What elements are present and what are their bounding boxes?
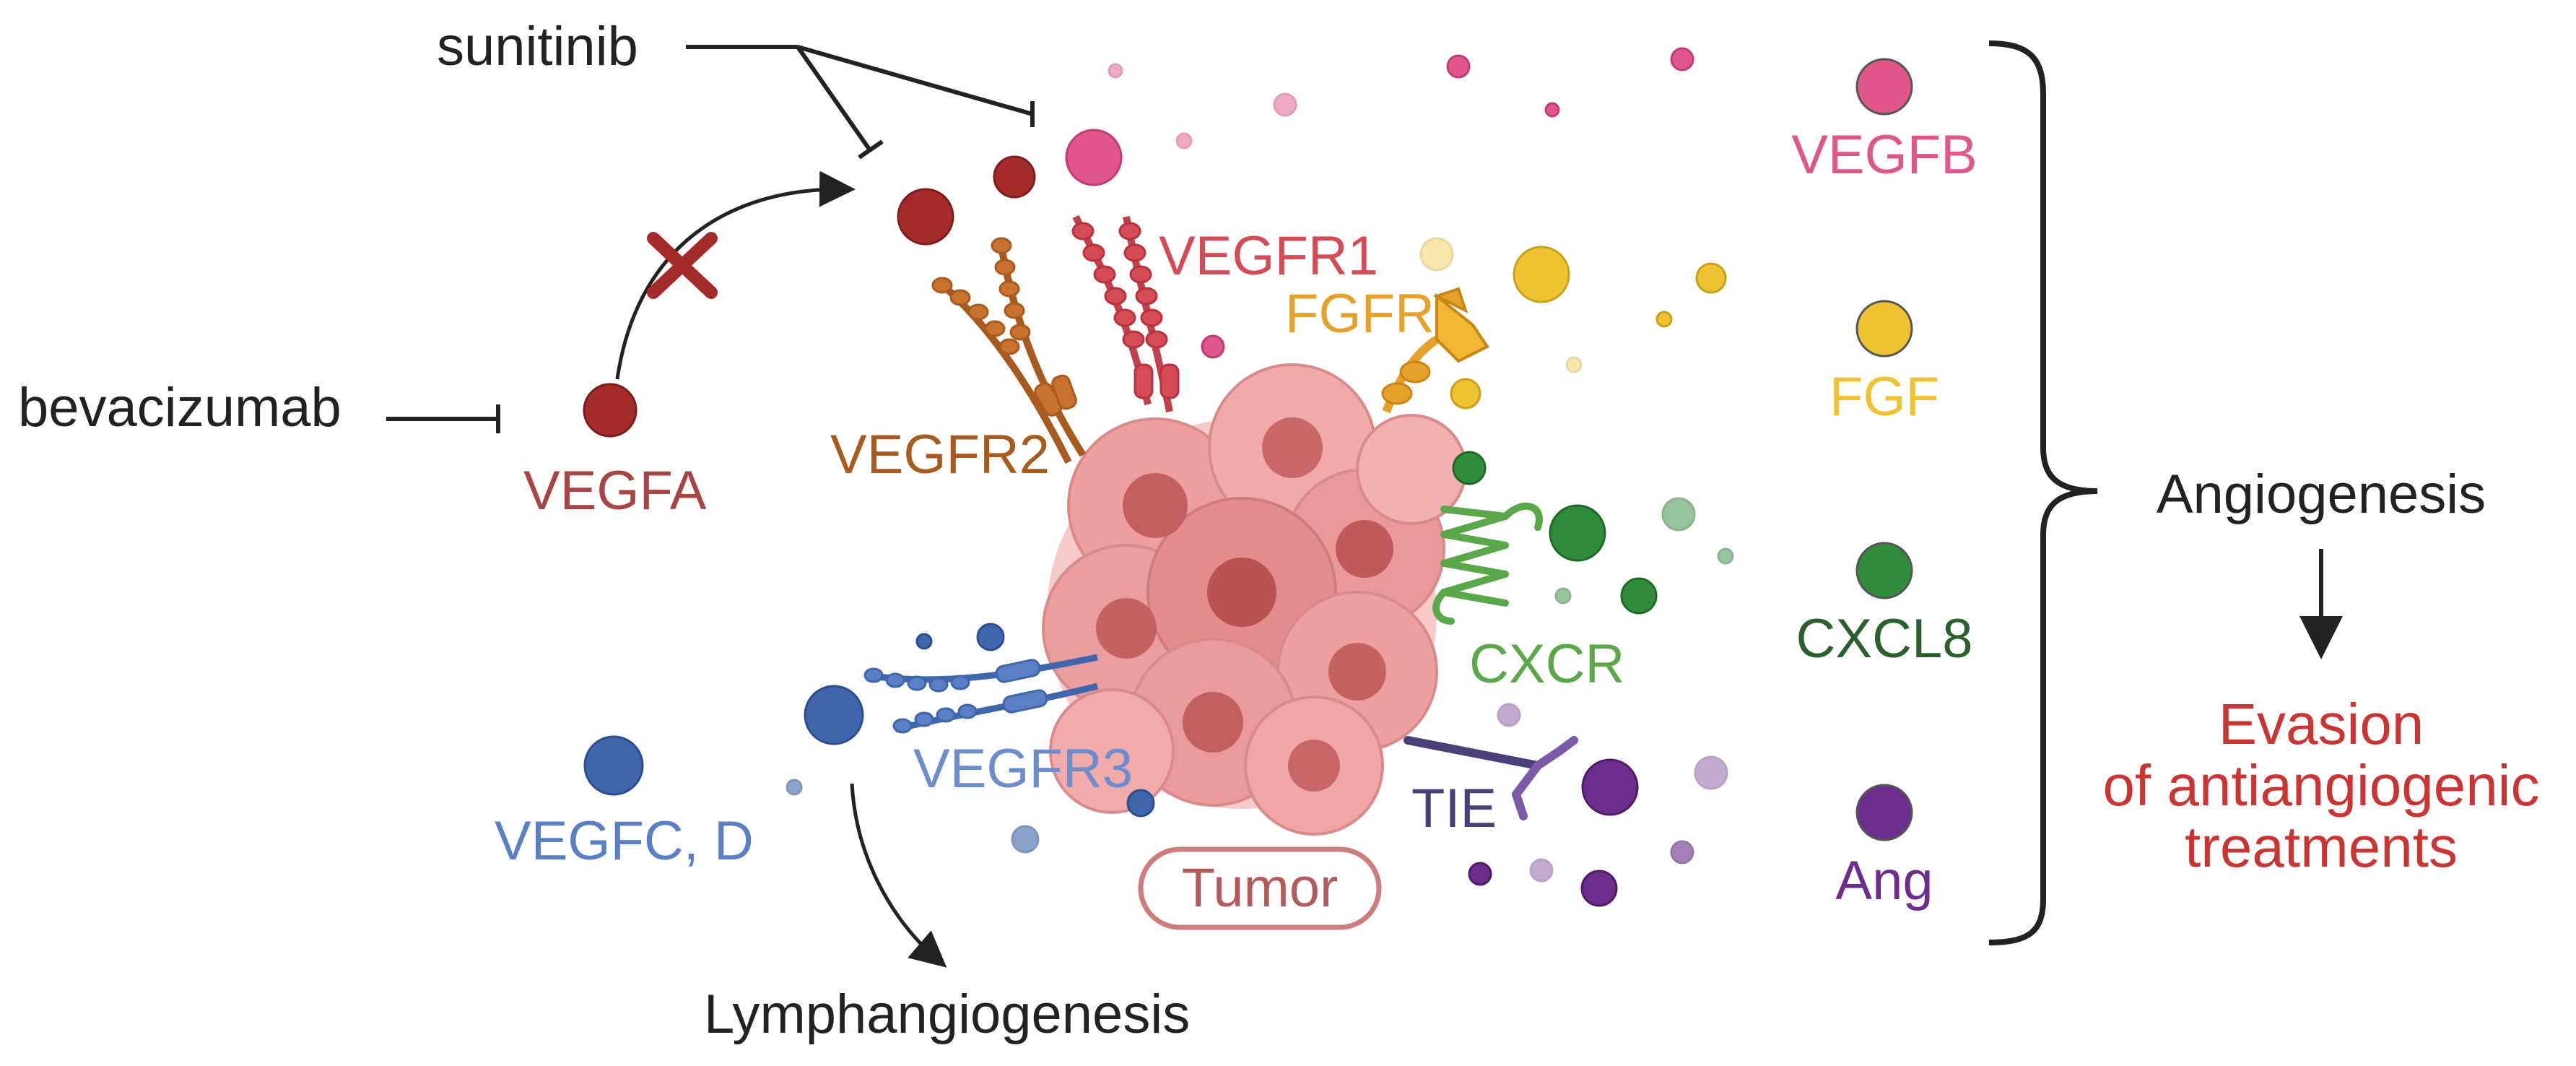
legend-marker-ang — [1855, 784, 1913, 841]
tumor-label: Tumor — [1182, 857, 1339, 919]
fgfr-label: FGFR — [1285, 283, 1435, 344]
evasion-line-3: treatments — [2185, 815, 2458, 879]
bevacizumab-label: bevacizumab — [18, 377, 341, 438]
legend-marker-cxcl8 — [1855, 542, 1913, 599]
legend-label-fgf: FGF — [1829, 366, 1939, 428]
vegfr3-receptor — [863, 654, 1099, 734]
sunitinib-inhibition — [686, 45, 1035, 160]
vegfr1-label: VEGFR1 — [1159, 225, 1378, 287]
vegfa-label: VEGFA — [523, 460, 707, 521]
angiogenesis-label: Angiogenesis — [2157, 464, 2486, 525]
legend-label-ang: Ang — [1835, 850, 1933, 911]
legend-marker-fgf — [1855, 300, 1913, 358]
vegfc-d-ligands — [583, 623, 1155, 854]
legend-markers — [1855, 58, 1913, 841]
evasion-line-2: of antiangiogenic — [2103, 753, 2540, 818]
vegfr3-label: VEGFR3 — [913, 738, 1133, 800]
lymph-arrow — [850, 783, 947, 968]
tie-label: TIE — [1411, 778, 1497, 839]
legend-marker-vegfb — [1855, 58, 1913, 116]
cxcl8-ligands — [1452, 451, 1734, 615]
tumor-label-box — [1138, 846, 1382, 930]
fgfr-receptor — [1381, 287, 1489, 414]
cxcr-label: CXCR — [1469, 633, 1624, 695]
ang-ligands — [1468, 703, 1728, 907]
evasion-line-1: Evasion — [2219, 692, 2424, 756]
tumor-mass — [1042, 363, 1467, 836]
vegfc-d-label: VEGFC, D — [495, 810, 754, 872]
vegfa-binding-arrow — [615, 170, 856, 380]
vegfr1-receptor — [1071, 214, 1180, 412]
lymphangiogenesis-label: Lymphangiogenesis — [704, 984, 1190, 1045]
legend-label-cxcl8: CXCL8 — [1796, 608, 1973, 670]
legend-label-vegfb: VEGFB — [1791, 124, 1977, 186]
sunitinib-label: sunitinib — [437, 16, 638, 77]
bevacizumab-inhibition — [386, 404, 500, 433]
vegfr2-label: VEGFR2 — [830, 424, 1050, 485]
tie-receptor — [1404, 736, 1578, 820]
fgf-ligands — [1419, 237, 1727, 410]
angiogenesis-bracket — [1988, 40, 2098, 945]
cxcr-receptor — [1432, 502, 1543, 625]
vegfa-ligands — [583, 155, 1036, 438]
vegfr2-receptor — [931, 237, 1087, 464]
vegfb-ligands — [1065, 47, 1694, 359]
